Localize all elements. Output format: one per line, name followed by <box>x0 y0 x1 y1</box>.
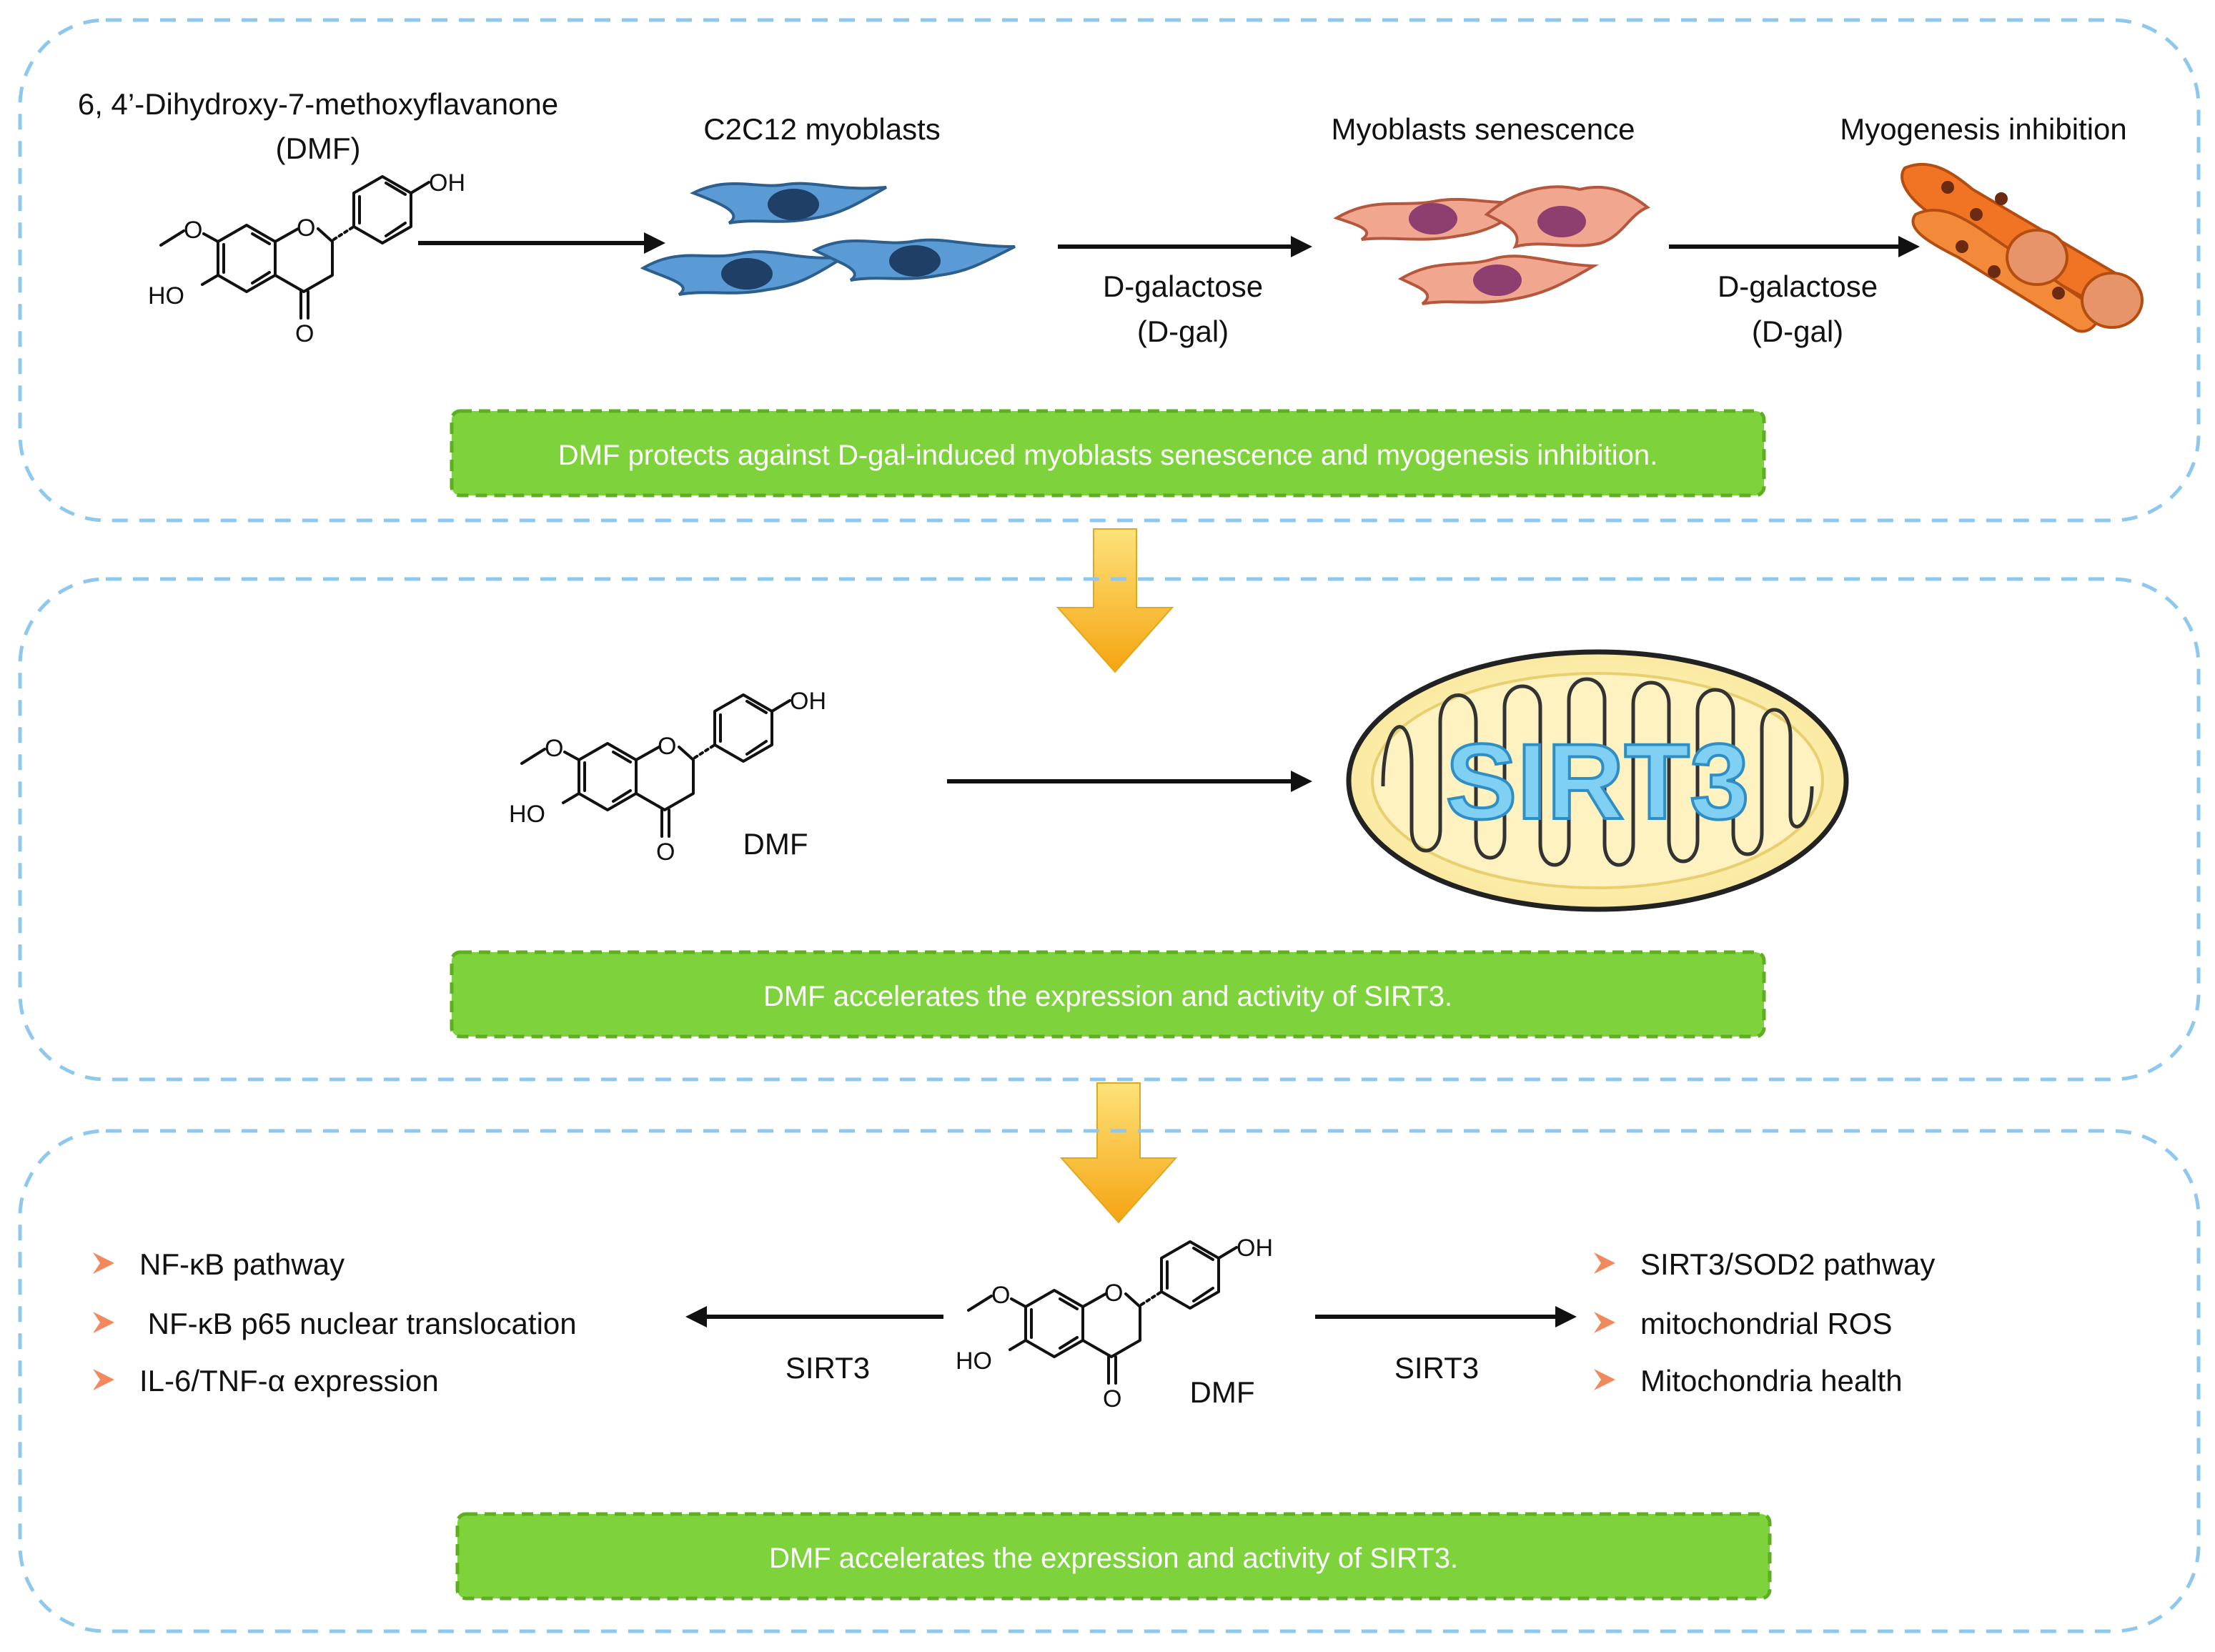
arrow1-label-line1: D-galactose <box>1103 269 1263 303</box>
senescent-cells-illustration <box>1333 185 1650 305</box>
left-item-text: NF-κB p65 nuclear translocation <box>139 1307 577 1340</box>
mitochondrion-illustration: SIRT3 <box>1346 649 1849 912</box>
panel-3-summary-text: DMF accelerates the expression and activ… <box>769 1543 1458 1574</box>
keto-o-label: O <box>656 839 675 866</box>
list-item: NF-κB p65 nuclear translocation <box>93 1307 577 1340</box>
ho-label: HO <box>956 1347 992 1375</box>
ring-o-label: O <box>1104 1280 1123 1307</box>
right-item-text: Mitochondria health <box>1640 1364 1903 1398</box>
panel-1-summary-text: DMF protects against D-gal-induced myobl… <box>558 440 1658 471</box>
panel-2-summary-banner <box>450 950 1766 1039</box>
down-arrow-1 <box>1056 528 1174 673</box>
bullet-icon <box>93 1369 114 1390</box>
left-effects-list: NF-κB pathway NF-κB p65 nuclear transloc… <box>93 1247 577 1398</box>
methoxy-o-label: O <box>545 735 563 762</box>
oh-label: OH <box>790 688 826 715</box>
ring-o-label: O <box>297 214 315 242</box>
myoblasts-label: C2C12 myoblasts <box>703 112 940 146</box>
dmf-structure-1: OH HO O O O <box>148 169 465 347</box>
arrow2-label-line2: (D-gal) <box>1752 315 1843 348</box>
bullet-icon <box>1594 1369 1615 1390</box>
panel-3-summary-banner <box>455 1512 1772 1601</box>
right-effects-list: SIRT3/SOD2 pathway mitochondrial ROS Mit… <box>1594 1247 1935 1398</box>
panel-2: OH HO O O O DMF SIRT3 DMF accelerates th… <box>18 577 2201 1082</box>
ho-label: HO <box>509 801 545 828</box>
list-item: NF-κB pathway <box>93 1247 345 1281</box>
methoxy-o-label: O <box>184 217 202 244</box>
right-item-text: mitochondrial ROS <box>1640 1307 1892 1340</box>
panel-3: NF-κB pathway NF-κB p65 nuclear transloc… <box>18 1129 2201 1633</box>
inhibition-label: Myogenesis inhibition <box>1840 112 2127 146</box>
muscle-fiber-illustration <box>1901 162 2144 333</box>
panel-1: 6, 4’-Dihydroxy-7-methoxyflavanone (DMF)… <box>18 18 2201 523</box>
list-item: SIRT3/SOD2 pathway <box>1594 1247 1935 1281</box>
oh-label: OH <box>1237 1235 1273 1262</box>
dmf-label-2: DMF <box>743 827 808 861</box>
ring-o-label: O <box>658 733 676 760</box>
dmf-structure-2: OH HO O O O <box>509 688 826 866</box>
compound-abbr: (DMF) <box>276 132 361 165</box>
left-item-text: NF-κB pathway <box>139 1247 345 1281</box>
keto-o-label: O <box>1103 1385 1121 1413</box>
bullet-icon <box>93 1312 114 1333</box>
arrow2-label-line1: D-galactose <box>1718 269 1878 303</box>
list-item: IL-6/TNF-α expression <box>93 1364 439 1398</box>
list-item: mitochondrial ROS <box>1594 1307 1892 1340</box>
right-arrow-label: SIRT3 <box>1394 1351 1479 1385</box>
bullet-icon <box>93 1252 114 1274</box>
bullet-icon <box>1594 1252 1615 1274</box>
compound-name: 6, 4’-Dihydroxy-7-methoxyflavanone <box>78 87 558 121</box>
panel-1-summary-banner <box>450 409 1766 498</box>
keto-o-label: O <box>295 320 314 347</box>
sirt3-target-label: SIRT3 <box>1445 721 1749 841</box>
down-arrow-2 <box>1059 1082 1178 1224</box>
arrow1-label-line2: (D-gal) <box>1137 315 1229 348</box>
dmf-structure-3: OH HO O O O <box>956 1235 1273 1413</box>
dmf-label-3: DMF <box>1190 1375 1255 1409</box>
bullet-icon <box>1594 1312 1615 1333</box>
left-arrow-label: SIRT3 <box>786 1351 870 1385</box>
right-item-text: SIRT3/SOD2 pathway <box>1640 1247 1935 1281</box>
methoxy-o-label: O <box>991 1282 1010 1309</box>
left-item-text: IL-6/TNF-α expression <box>139 1364 439 1398</box>
ho-label: HO <box>148 282 184 310</box>
list-item: Mitochondria health <box>1594 1364 1903 1398</box>
myoblast-cells-illustration <box>640 182 1016 296</box>
oh-label: OH <box>429 169 465 197</box>
senescence-label: Myoblasts senescence <box>1332 112 1635 146</box>
panel-2-summary-text: DMF accelerates the expression and activ… <box>763 981 1452 1012</box>
